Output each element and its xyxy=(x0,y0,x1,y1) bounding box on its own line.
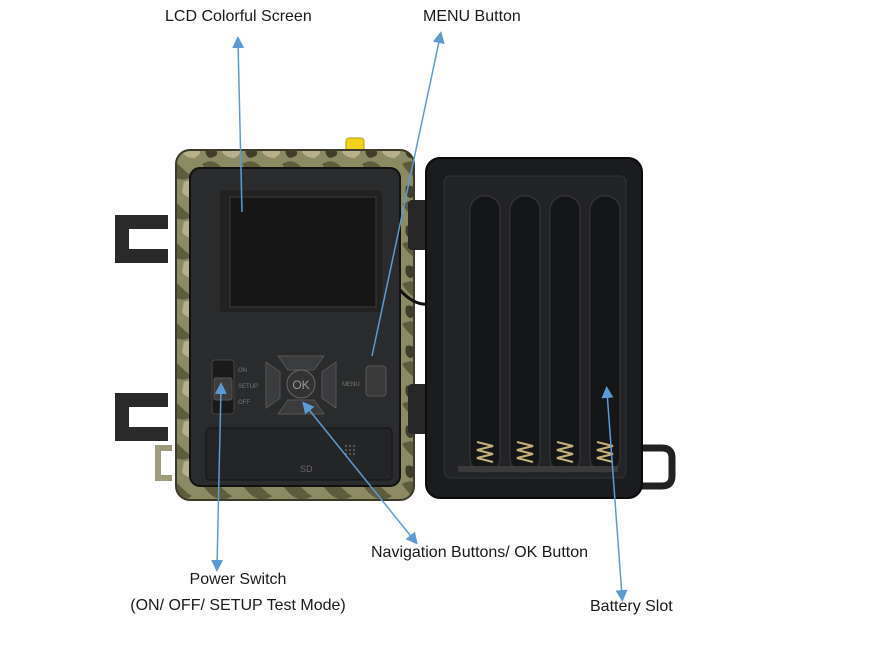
nav-left-button[interactable] xyxy=(265,361,281,409)
battery-slots xyxy=(469,195,621,473)
power-switch-knob[interactable] xyxy=(213,377,233,401)
lock-tab-right xyxy=(636,444,676,490)
strap-loop-bottom xyxy=(115,393,168,441)
strap-loop-top xyxy=(115,215,168,263)
battery-compartment-unit xyxy=(425,157,676,499)
switch-label-off: OFF xyxy=(238,400,250,406)
label-power-switch: Power Switch (ON/ OFF/ SETUP Test Mode) xyxy=(118,570,358,616)
lcd-screen[interactable] xyxy=(229,196,377,308)
nav-right-button[interactable] xyxy=(321,361,337,409)
arrow-power xyxy=(211,382,227,572)
callout-arrows xyxy=(211,31,628,602)
contact-plate xyxy=(458,466,618,472)
switch-label-on: ON xyxy=(238,368,247,374)
arrow-nav xyxy=(302,401,418,545)
lock-tab xyxy=(155,445,172,481)
ok-button[interactable] xyxy=(286,369,316,399)
battery-slot-1 xyxy=(469,195,501,473)
battery-slot-2 xyxy=(509,195,541,473)
battery-slot-4 xyxy=(589,195,621,473)
label-menu-button: MENU Button xyxy=(423,8,521,25)
speaker-grille xyxy=(344,444,356,456)
sd-card-cover xyxy=(205,427,393,481)
arrow-lcd xyxy=(232,36,245,213)
battery-slot-3 xyxy=(549,195,581,473)
label-power-switch-line2: (ON/ OFF/ SETUP Test Mode) xyxy=(130,597,346,614)
label-battery-slot: Battery Slot xyxy=(590,598,673,615)
nav-up-button[interactable] xyxy=(277,355,325,371)
arrow-battery xyxy=(601,386,628,602)
menu-button[interactable] xyxy=(365,365,387,397)
arrow-menu xyxy=(371,31,445,357)
label-lcd-screen: LCD Colorful Screen xyxy=(165,8,312,25)
label-power-switch-line1: Power Switch xyxy=(189,571,287,588)
ok-button-label: OK xyxy=(292,378,309,392)
label-navigation-buttons: Navigation Buttons/ OK Button xyxy=(371,544,589,561)
camera-front-unit: ON SETUP OFF OK MENU SD xyxy=(115,137,432,501)
menu-button-label: MENU xyxy=(342,382,360,388)
switch-label-setup: SETUP xyxy=(238,384,258,390)
sd-label: SD xyxy=(300,464,313,474)
